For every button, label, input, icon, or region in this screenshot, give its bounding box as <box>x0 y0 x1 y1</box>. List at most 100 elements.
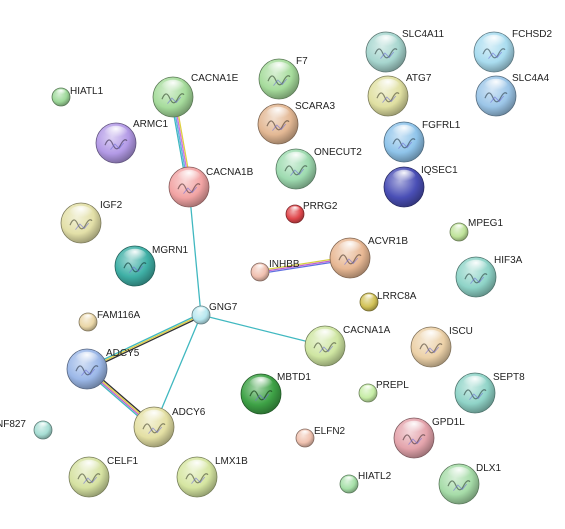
protein-structure-icon <box>402 434 426 445</box>
node-highlight <box>482 34 506 51</box>
protein-structure-icon <box>290 168 305 176</box>
node-highlight <box>453 224 465 232</box>
node-fchsd2[interactable]: FCHSD2 <box>473 29 552 73</box>
node-highlight <box>447 466 471 482</box>
edge-cacna1b-gng7[interactable] <box>188 186 202 316</box>
node-highlight <box>343 476 355 484</box>
node-iqsec1[interactable]: IQSEC1 <box>383 165 458 208</box>
node-fam116a[interactable]: FAM116A <box>78 310 140 332</box>
node-highlight <box>392 169 416 185</box>
node-prepl[interactable]: PREPL <box>358 380 409 403</box>
node-dlx1[interactable]: DLX1 <box>438 463 501 505</box>
node-label: SCARA3 <box>295 101 335 112</box>
node-highlight <box>362 385 374 393</box>
edge-evidence-line <box>86 314 202 370</box>
node-label: FGFRL1 <box>422 120 461 131</box>
node-sept8[interactable]: SEPT8 <box>454 372 525 414</box>
protein-structure-icon <box>75 222 90 230</box>
protein-structure-icon <box>177 183 201 194</box>
protein-structure-icon <box>83 476 98 484</box>
node-highlight <box>299 430 311 438</box>
node-highlight <box>419 329 443 345</box>
node-znf827[interactable]: ZNF827 <box>0 419 53 440</box>
protein-structure-icon <box>81 368 96 376</box>
node-label: ARMC1 <box>133 119 168 130</box>
node-highlight <box>177 169 201 185</box>
node-lrrc8a[interactable]: LRRC8A <box>359 291 417 312</box>
protein-structure-icon <box>185 473 209 484</box>
node-onecut2[interactable]: ONECUT2 <box>275 147 362 190</box>
node-hiatl1[interactable]: HIATL1 <box>51 86 104 107</box>
node-hiatl2[interactable]: HIATL2 <box>339 471 392 494</box>
protein-structure-icon <box>380 51 395 59</box>
protein-structure-icon <box>69 219 93 230</box>
node-cacna1e[interactable]: CACNA1E <box>152 73 239 118</box>
node-prrg2[interactable]: PRRG2 <box>285 201 338 224</box>
node-gng7[interactable]: GNG7 <box>191 302 238 325</box>
node-highlight <box>123 248 147 264</box>
node-scara3[interactable]: SCARA3 <box>257 101 335 145</box>
protein-structure-icon <box>161 93 185 104</box>
node-label: HIATL2 <box>358 471 392 482</box>
node-celf1[interactable]: CELF1 <box>68 456 139 498</box>
node-label: INHBB <box>269 259 300 270</box>
node-adcy5[interactable]: ADCY5 <box>66 348 140 390</box>
node-iscu[interactable]: ISCU <box>410 326 473 368</box>
node-label: IGF2 <box>100 200 123 211</box>
node-armc1[interactable]: ARMC1 <box>95 119 168 164</box>
protein-structure-icon <box>123 262 147 273</box>
node-inhbb[interactable]: INHBB <box>250 259 300 282</box>
protein-structure-icon <box>470 276 485 284</box>
node-slc4a11[interactable]: SLC4A11 <box>365 29 445 73</box>
protein-structure-icon <box>142 423 166 434</box>
node-acvr1b[interactable]: ACVR1B <box>329 236 408 279</box>
node-slc4a4[interactable]: SLC4A4 <box>475 73 550 117</box>
edge-gng7-cacna1a[interactable] <box>200 314 326 347</box>
node-hif3a[interactable]: HIF3A <box>455 255 523 298</box>
node-cacna1a[interactable]: CACNA1A <box>304 325 391 367</box>
node-label: F7 <box>296 56 308 67</box>
node-label: MGRN1 <box>152 245 189 256</box>
edge-evidence-line <box>86 315 203 372</box>
node-highlight <box>249 376 273 392</box>
node-gpd1l[interactable]: GPD1L <box>393 417 465 459</box>
node-f7[interactable]: F7 <box>258 56 308 100</box>
protein-structure-icon <box>319 345 334 353</box>
node-mbtd1[interactable]: MBTD1 <box>240 372 311 415</box>
node-lmx1b[interactable]: LMX1B <box>176 456 248 498</box>
protein-structure-icon <box>482 48 506 59</box>
node-mpeg1[interactable]: MPEG1 <box>449 218 503 242</box>
node-highlight <box>484 78 508 94</box>
node-highlight <box>104 125 128 141</box>
edge-gng7-adcy5[interactable] <box>85 312 203 372</box>
node-label: CACNA1E <box>191 73 239 84</box>
node-label: ONECUT2 <box>314 147 362 158</box>
protein-structure-icon <box>398 141 413 149</box>
protein-structure-icon <box>273 78 288 86</box>
node-highlight <box>313 328 337 344</box>
protein-structure-icon <box>453 483 468 491</box>
node-fgfrl1[interactable]: FGFRL1 <box>383 120 461 163</box>
node-cacna1b[interactable]: CACNA1B <box>168 166 254 208</box>
node-label: IQSEC1 <box>421 165 458 176</box>
node-atg7[interactable]: ATG7 <box>367 73 432 117</box>
edge-evidence-line <box>200 314 326 347</box>
node-label: ADCY6 <box>172 407 206 418</box>
protein-structure-icon <box>469 392 484 400</box>
node-igf2[interactable]: IGF2 <box>60 200 123 244</box>
protein-structure-icon <box>266 120 290 131</box>
node-label: ELFN2 <box>314 426 346 437</box>
node-adcy6[interactable]: ADCY6 <box>133 406 206 448</box>
node-elfn2[interactable]: ELFN2 <box>295 426 346 448</box>
protein-structure-icon <box>464 273 488 284</box>
node-highlight <box>55 89 67 97</box>
node-label: ACVR1B <box>368 236 408 247</box>
node-highlight <box>254 264 266 272</box>
node-highlight <box>464 259 488 275</box>
node-highlight <box>77 459 101 475</box>
node-mgrn1[interactable]: MGRN1 <box>114 245 189 287</box>
edge-evidence-line <box>188 186 202 316</box>
protein-structure-icon <box>338 254 362 265</box>
